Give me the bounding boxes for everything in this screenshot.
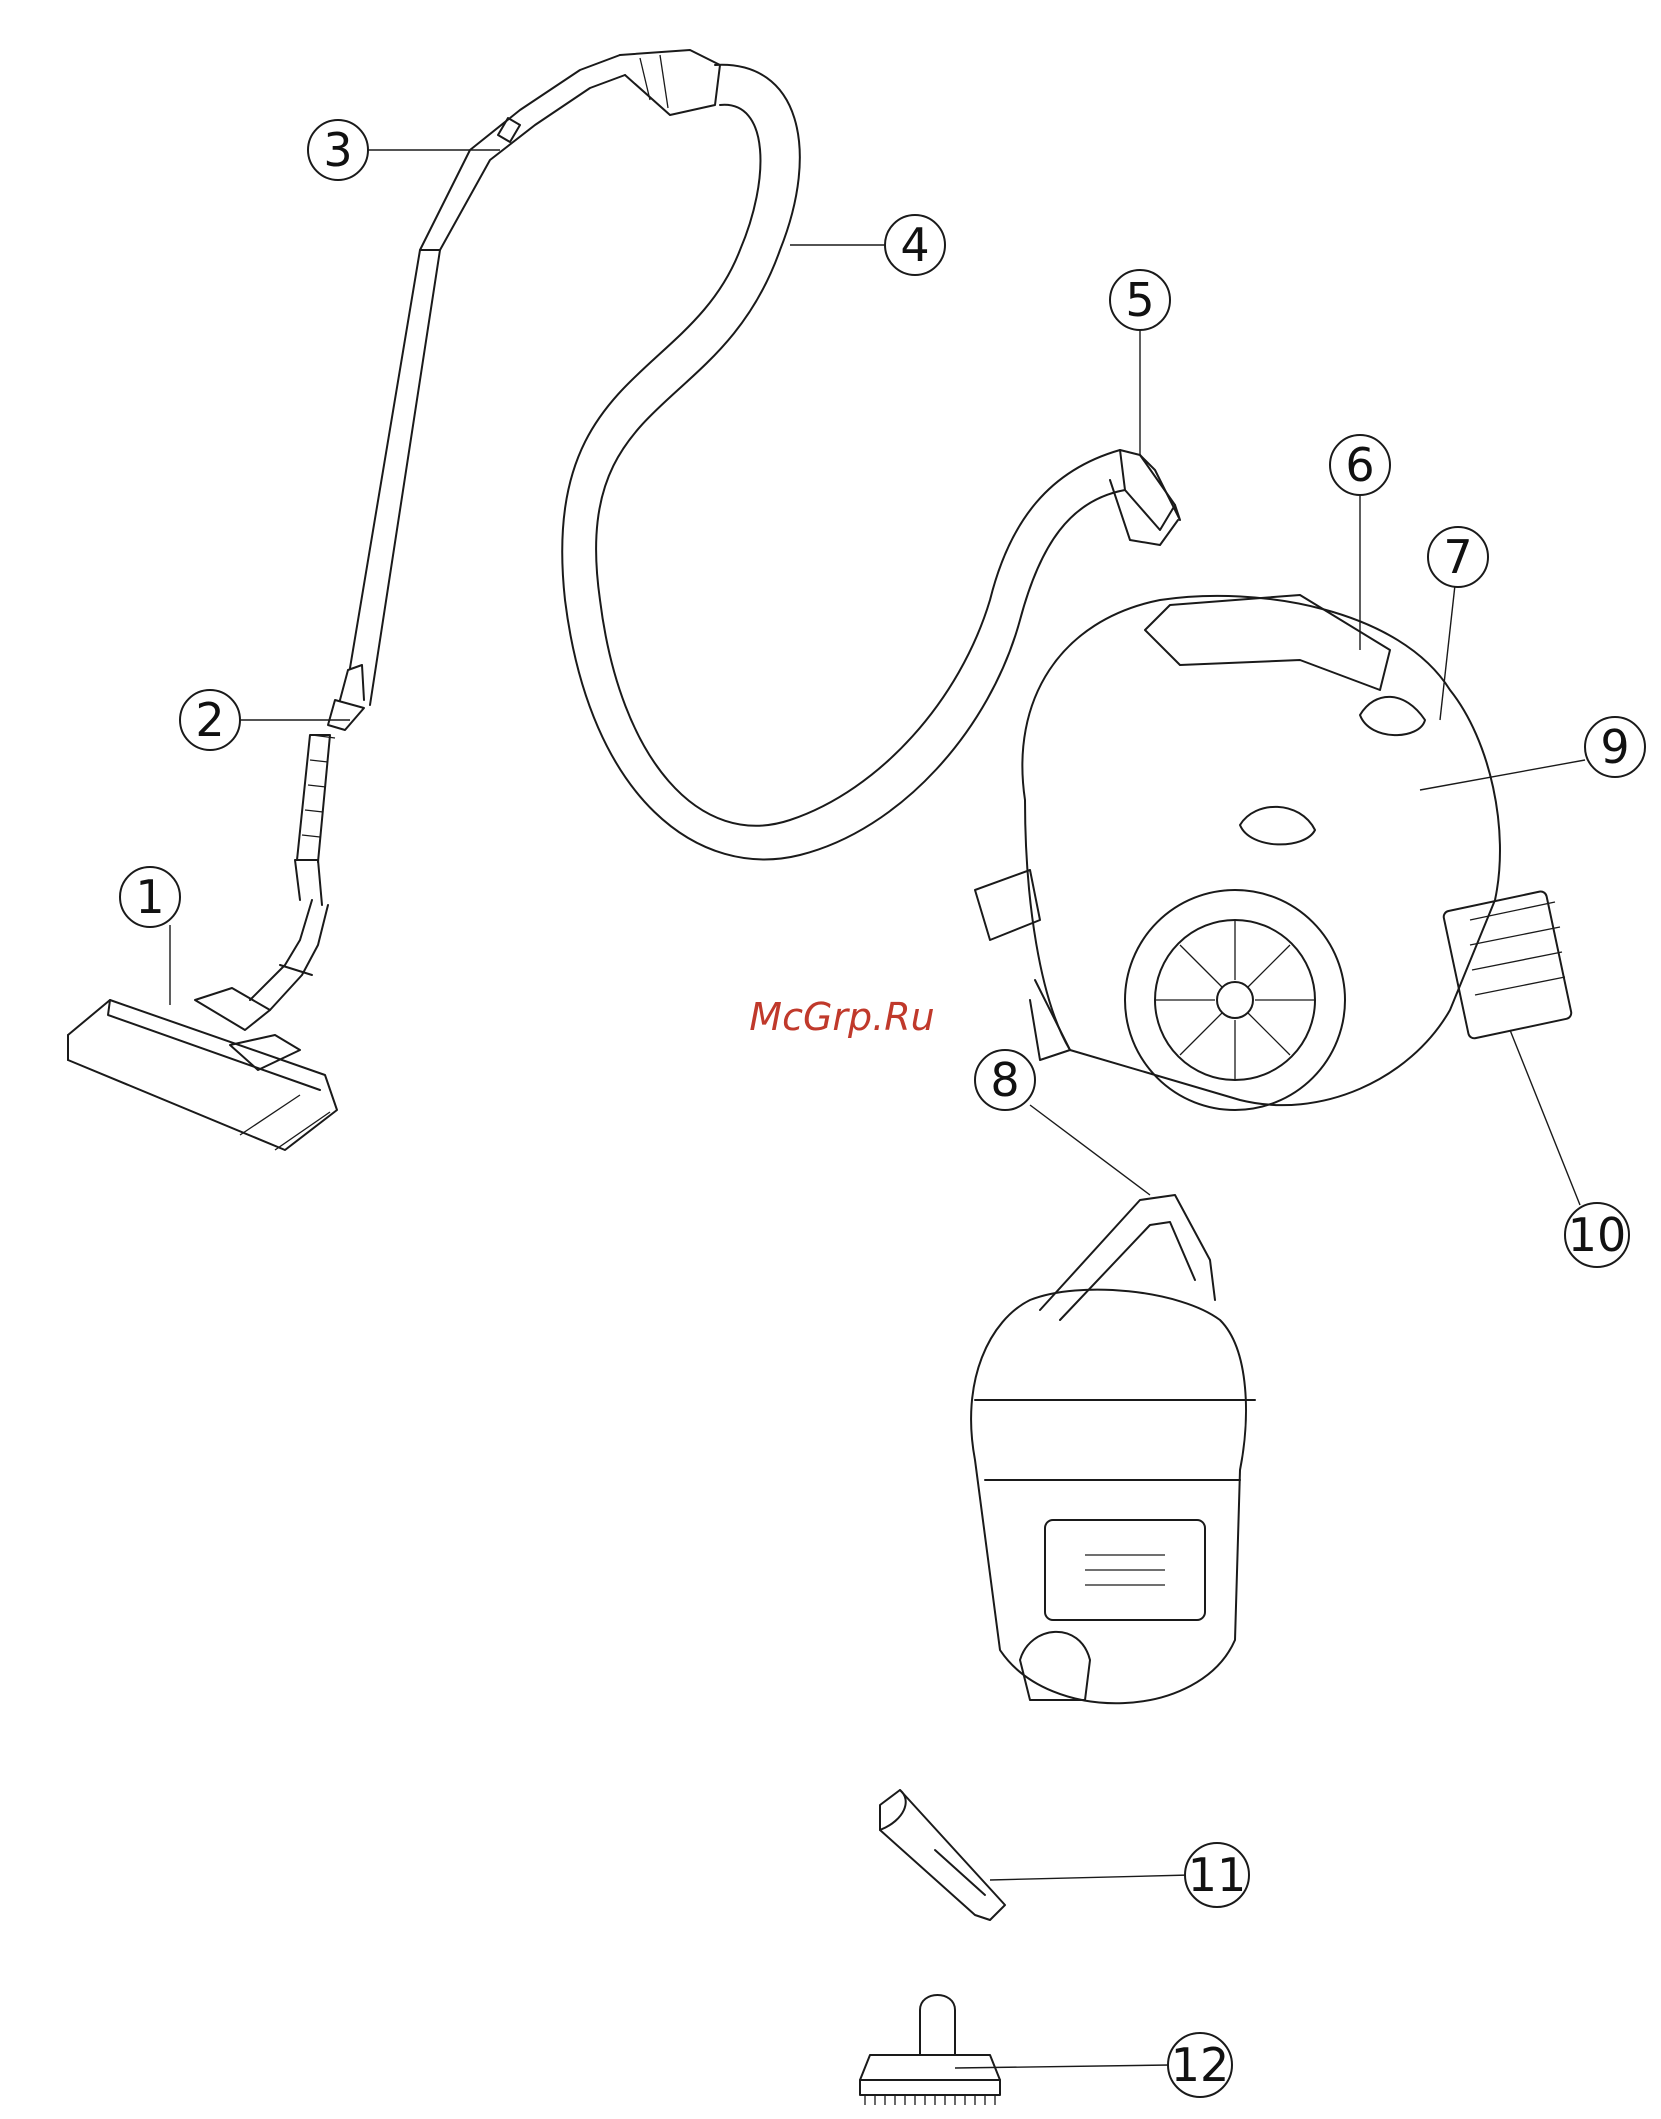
- callout-label: 6: [1345, 438, 1374, 492]
- callout-marker: 12: [1168, 2033, 1232, 2097]
- callout-label: 1: [135, 870, 164, 924]
- callout-marker: 3: [308, 120, 368, 180]
- dust-container: [971, 1195, 1255, 1703]
- callout-marker: 10: [1565, 1203, 1629, 1267]
- callout-marker: 2: [180, 690, 240, 750]
- callout-marker: 6: [1330, 435, 1390, 495]
- callout-label: 5: [1125, 273, 1154, 327]
- crevice-tool: [880, 1790, 1005, 1920]
- brush-tool: [860, 1995, 1000, 2105]
- callout-marker: 8: [975, 1050, 1035, 1110]
- callout-label: 7: [1443, 530, 1472, 584]
- vacuum-main-body: [975, 595, 1572, 1110]
- callout-label: 11: [1188, 1848, 1247, 1902]
- callout-label: 9: [1600, 720, 1629, 774]
- callout-marker: 4: [885, 215, 945, 275]
- callout-marker: 7: [1428, 527, 1488, 587]
- callout-marker: 9: [1585, 717, 1645, 777]
- callout-marker: 1: [120, 867, 180, 927]
- floor-nozzle: [68, 988, 337, 1150]
- callout-marker: 11: [1185, 1843, 1249, 1907]
- callout-label: 12: [1171, 2038, 1230, 2092]
- callout-label: 10: [1568, 1208, 1627, 1262]
- watermark-text: McGrp.Ru: [749, 995, 934, 1039]
- callout-label: 8: [990, 1053, 1019, 1107]
- callout-marker: 5: [1110, 270, 1170, 330]
- telescopic-tube: [250, 250, 440, 1010]
- hose-connector: [1110, 450, 1180, 545]
- callout-label: 2: [195, 693, 224, 747]
- callout-label: 3: [323, 123, 352, 177]
- flexible-hose: [562, 65, 1125, 860]
- callout-label: 4: [900, 218, 929, 272]
